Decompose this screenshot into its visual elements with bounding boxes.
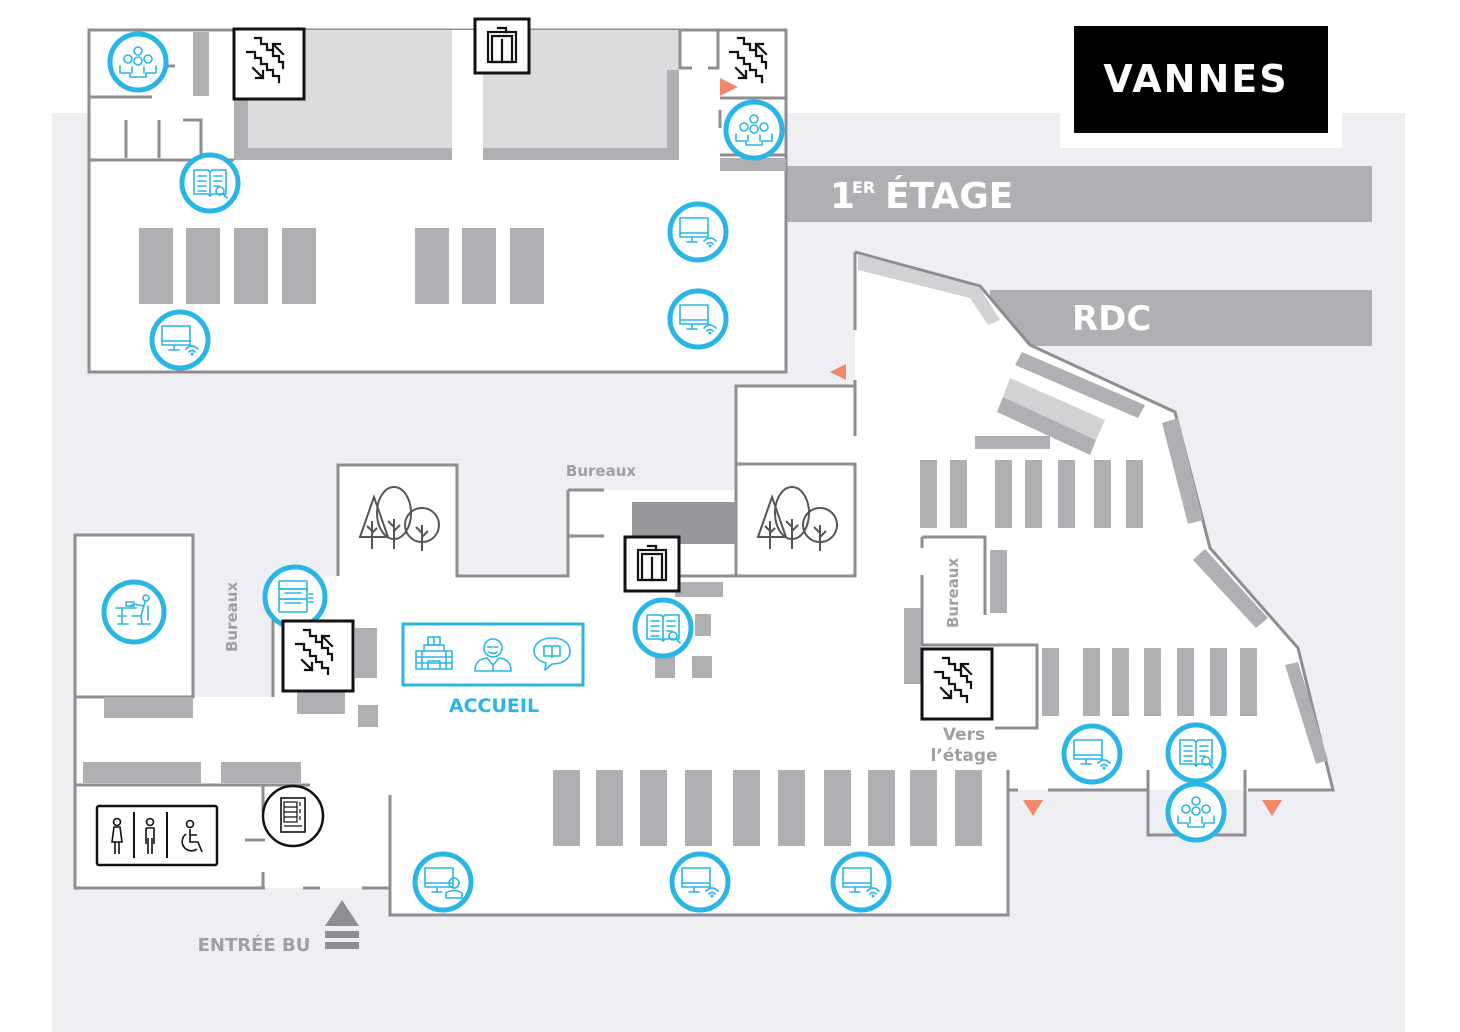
exit-arrow <box>1023 800 1043 816</box>
catalog-search-icon[interactable] <box>1165 722 1227 784</box>
computer-wifi-icon[interactable] <box>667 288 729 350</box>
shelf <box>995 460 1012 528</box>
shelf <box>950 460 967 528</box>
shelf <box>1058 460 1075 528</box>
city-title-banner: VANNES <box>1074 26 1328 133</box>
entrance-label: ENTRÉE BU <box>198 934 311 956</box>
shelf <box>955 770 982 846</box>
shelf <box>1042 648 1059 716</box>
group-work-room-icon[interactable] <box>107 31 169 93</box>
shelf <box>1144 648 1161 716</box>
shelf <box>139 228 173 304</box>
library-building-icon <box>415 636 453 670</box>
reception-label: ACCUEIL <box>449 695 539 717</box>
reception-desk[interactable] <box>401 622 585 687</box>
shelf <box>920 460 937 528</box>
help-speech-bubble-icon <box>533 637 571 671</box>
stairs-icon[interactable] <box>232 27 306 101</box>
computer-wifi-icon[interactable] <box>149 309 211 371</box>
stairs-to-floor-label-line2: l’étage <box>930 746 997 766</box>
exit-arrow <box>1262 800 1282 816</box>
shelf <box>685 770 712 846</box>
computer-wifi-icon[interactable] <box>667 201 729 263</box>
group-work-room-icon[interactable] <box>723 99 785 161</box>
catalog-search-icon[interactable] <box>179 152 241 214</box>
shelf <box>910 770 937 846</box>
shelf <box>282 228 316 304</box>
ground-floor-plan <box>73 250 1335 949</box>
shelf <box>1177 648 1194 716</box>
city-title: VANNES <box>1103 57 1288 101</box>
women-toilet-icon <box>111 817 123 854</box>
exit-arrow <box>720 78 738 96</box>
shelf <box>1126 460 1143 528</box>
shelf <box>462 228 496 304</box>
floor-label-word: ÉTAGE <box>885 175 1013 217</box>
entrance-arrow-icon <box>325 900 359 926</box>
catalog-search-icon[interactable] <box>632 597 694 659</box>
floor-label-rdc: RDC <box>1072 299 1151 339</box>
shelf <box>778 770 805 846</box>
shelf <box>1240 648 1257 716</box>
computer-wifi-icon[interactable] <box>669 851 731 913</box>
exit-arrow <box>830 364 846 380</box>
shelf <box>415 228 449 304</box>
vending-machine-icon[interactable] <box>261 784 325 848</box>
floor-label-number: 1 <box>830 176 855 217</box>
men-toilet-icon <box>145 817 155 854</box>
shelf <box>1112 648 1129 716</box>
shelf <box>596 770 623 846</box>
study-desk-icon[interactable] <box>101 579 167 645</box>
shelf <box>553 770 580 846</box>
shelf <box>1025 460 1042 528</box>
shelf <box>824 770 851 846</box>
stairs-icon[interactable] <box>920 647 994 721</box>
floor-label-superscript: ER <box>852 178 875 197</box>
group-work-room-icon[interactable] <box>1165 781 1227 843</box>
printer-copier-icon[interactable] <box>262 564 328 630</box>
stairs-to-floor-label-line1: Vers <box>943 725 985 745</box>
accessible-toilet-icon <box>181 819 203 853</box>
offices-label-top: Bureaux <box>566 462 636 480</box>
shelf <box>186 228 220 304</box>
elevator-icon[interactable] <box>623 535 681 593</box>
computer-wifi-icon[interactable] <box>1061 723 1123 785</box>
stairs-icon[interactable] <box>281 619 355 693</box>
shelf <box>1094 460 1111 528</box>
toilets-icon[interactable] <box>95 804 219 867</box>
floor-band-upper[interactable]: 1 ER ÉTAGE <box>787 166 1372 222</box>
shelf <box>640 770 667 846</box>
offices-label-left: Bureaux <box>223 582 241 652</box>
offices-label-right: Bureaux <box>944 558 962 628</box>
shelf <box>1210 648 1227 716</box>
elevator-icon[interactable] <box>473 17 531 75</box>
shelf <box>1083 648 1100 716</box>
computer-user-icon[interactable] <box>412 851 474 913</box>
shelf <box>868 770 895 846</box>
shelf <box>510 228 544 304</box>
computer-wifi-icon[interactable] <box>830 851 892 913</box>
shelf <box>234 228 268 304</box>
floor-band-ground[interactable]: RDC <box>990 290 1372 346</box>
shelf <box>733 770 760 846</box>
staff-person-icon <box>474 638 512 672</box>
